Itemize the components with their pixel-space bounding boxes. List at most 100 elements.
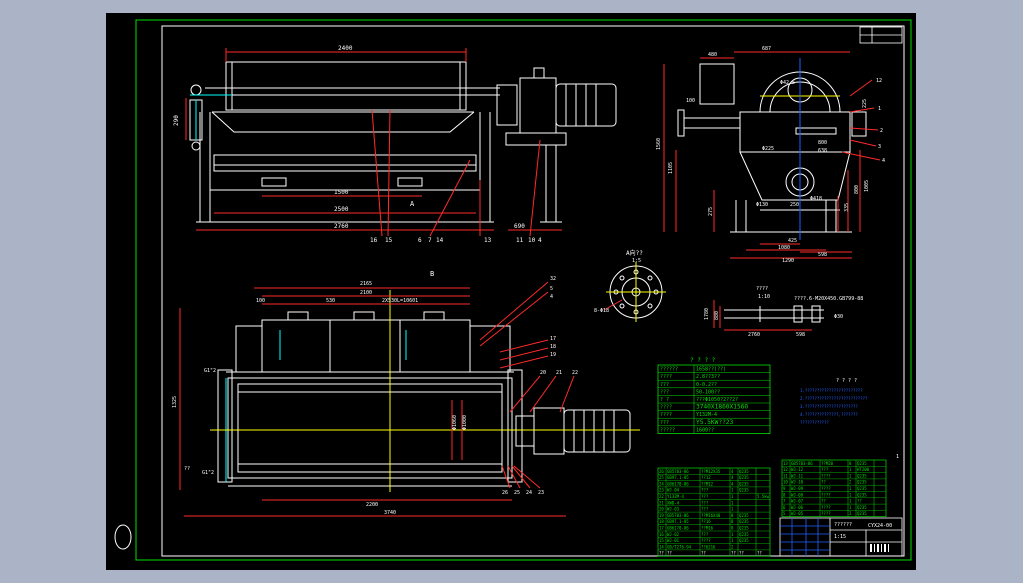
parts-cell: Q235 <box>857 473 867 478</box>
parts-cell: 1 <box>731 494 734 499</box>
parts-cell: GB6170-86 <box>667 481 689 486</box>
plan-dim: 2X530L=10601 <box>382 298 418 304</box>
end-dim: 100 <box>686 98 695 104</box>
callout: 11 <box>516 237 524 244</box>
parts-cell: 26 <box>659 469 664 474</box>
plan-dim: 2100 <box>360 290 372 296</box>
parts-cell: Q235 <box>739 481 749 486</box>
parts-cell: 5 <box>783 511 786 516</box>
parts-cell: 24 <box>659 481 664 486</box>
end-dim: 1080 <box>778 245 790 251</box>
section-label-b: B <box>430 270 434 278</box>
callout: 25 <box>514 490 520 496</box>
note-line: 2.?????????????????????????? <box>800 396 868 401</box>
parts-cell: ???? <box>821 505 831 510</box>
parts-cell: 4 <box>731 469 734 474</box>
plan-dim: 530 <box>326 298 335 304</box>
callout: 4 <box>882 158 885 164</box>
callout: 14 <box>436 237 444 244</box>
parts-cell: 23 <box>659 488 664 493</box>
plan-view: B <box>172 270 640 517</box>
parts-cell: GB/T276-94 <box>667 544 692 549</box>
callout: 4 <box>538 237 542 244</box>
callout: 19 <box>550 352 556 358</box>
end-dim: 1005 <box>864 180 870 192</box>
parts-cell: ??? <box>701 488 709 493</box>
end-dim: 638 <box>818 148 827 154</box>
note-line: 4.??????????????,??????? <box>800 412 858 417</box>
spec-key: ???? <box>660 412 672 418</box>
drawing-scale: 1:15 <box>834 534 846 540</box>
parts-cell: ?? <box>731 551 736 556</box>
cad-viewport[interactable] <box>106 13 916 570</box>
parts-cell: Q235 <box>739 526 749 531</box>
plan-dim: ?? <box>184 466 190 472</box>
callout: 22 <box>572 370 578 376</box>
parts-cell: 20 <box>659 507 664 512</box>
spec-value: 1600?? <box>696 427 714 433</box>
spec-key: ??? <box>660 382 669 388</box>
side-view: 2400 1500 2500 2760 690 290 A 16 15 6 7 … <box>173 45 617 244</box>
parts-cell: Q235 <box>857 480 867 485</box>
parts-cell: WJ-02 <box>667 532 680 537</box>
parts-cell: WJ-01 <box>667 538 680 543</box>
title-block: ?????? CYX24-00 1:15 <box>779 517 903 557</box>
tech-notes: ? ? ? ? 1.???????????????????????? 2.???… <box>800 378 868 425</box>
parts-frame <box>781 459 887 518</box>
drawing-code: CYX24-00 <box>868 523 892 529</box>
parts-cell: ??M16 <box>701 526 714 531</box>
callout: 15 <box>385 237 393 244</box>
parts-cell: HT200 <box>857 467 870 472</box>
parts-cell: Q235 <box>739 532 749 537</box>
dim-inner1: 1500 <box>334 189 349 196</box>
callout: 1 <box>878 106 881 112</box>
parts-cell: 2 <box>849 480 852 485</box>
spec-table: ? ? ? ? ??????1658??(??)????2.8??3?????0… <box>657 357 771 434</box>
end-dim: Φ418 <box>810 196 822 202</box>
spec-key: ? ? <box>660 397 669 403</box>
end-dim: 687 <box>762 46 771 52</box>
end-dim: 275 <box>708 207 714 216</box>
parts-cell: ??16 <box>701 519 711 524</box>
parts-cell: WJ-07 <box>791 499 804 504</box>
inner-border <box>161 25 905 557</box>
callout: 3 <box>878 144 881 150</box>
parts-cell: 16 <box>659 532 664 537</box>
parts-cell: 14 <box>659 544 664 549</box>
callout: 16 <box>370 237 378 244</box>
side-view-callouts: 16 15 6 7 14 13 11 10 4 <box>370 237 542 244</box>
zoom-indicator-icon[interactable] <box>114 524 132 550</box>
end-dim: 1560 <box>656 138 662 150</box>
end-dim: 1105 <box>668 162 674 174</box>
parts-cell: Q235 <box>857 505 867 510</box>
callout: 6 <box>418 237 422 244</box>
parts-cell: ?? <box>821 499 826 504</box>
parts-cell: ??M20 <box>821 461 834 466</box>
parts-cell: ??M12X35 <box>701 469 721 474</box>
parts-cell: 13 <box>783 461 788 466</box>
parts-cell: 19 <box>659 513 664 518</box>
flange-label: 8-Φ18 <box>594 308 609 314</box>
note-line: 1.???????????????????????? <box>800 388 863 393</box>
parts-cell: ??? <box>821 467 829 472</box>
parts-cell: 7 <box>783 499 786 504</box>
anchor-dim: 598 <box>796 332 805 338</box>
parts-cell: WJ-09 <box>791 486 804 491</box>
parts-cell: 2 <box>731 544 734 549</box>
parts-cell: ???? <box>821 492 831 497</box>
parts-cell: ?? <box>821 480 826 485</box>
end-dim: 250 <box>790 202 799 208</box>
note-line: ???????????? <box>800 420 829 425</box>
parts-cell: ???? <box>821 511 831 516</box>
parts-cell: Q235 <box>857 511 867 516</box>
parts-cell: ?? <box>701 551 706 556</box>
sheet-number: 1 <box>896 454 899 460</box>
parts-cell: GB97.1-85 <box>667 475 689 480</box>
anchor-spec: ????.6-M20X450.GB799-88 <box>794 296 863 302</box>
plan-dim: 2200 <box>366 502 378 508</box>
parts-cell: WJ-08 <box>791 492 804 497</box>
parts-cell: Q235 <box>857 492 867 497</box>
parts-cell: ??12 <box>701 475 711 480</box>
note-line: 3.?????????????????????? <box>800 404 858 409</box>
